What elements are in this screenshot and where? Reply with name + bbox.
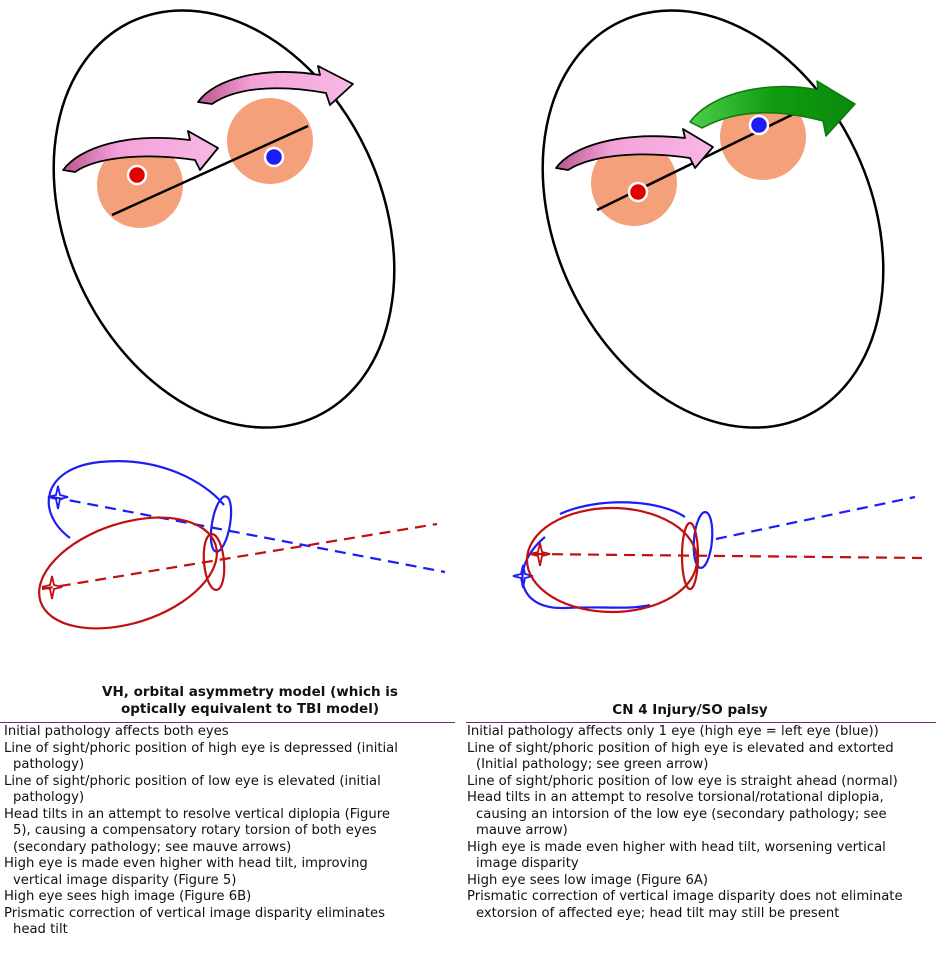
list-item: High eye sees low image (Figure 6A) [467,873,936,890]
list-item: Head tilts in an attempt to resolve tors… [467,790,936,840]
left-side-view-eyes [25,461,445,649]
list-item: High eye is made even higher with head t… [467,840,936,873]
list-item: Prismatic correction of vertical image d… [467,889,936,922]
list-item: Initial pathology affects both eyes [4,724,456,741]
diagram-figure [0,0,936,680]
list-item: Line of sight/phoric position of low eye… [467,774,936,791]
right-red-eye-globe [527,508,697,612]
list-item: High eye is made even higher with head t… [4,856,456,889]
right-side-view-eyes [513,497,922,612]
right-head-outline [478,0,936,483]
right-column-list: Initial pathology affects only 1 eye (hi… [467,724,936,922]
left-head-outline [0,0,459,483]
right-high-eye-pupil [750,116,768,134]
right-blue-eye-cornea [692,511,715,568]
list-item: Head tilts in an attempt to resolve vert… [4,807,456,857]
list-item: Line of sight/phoric position of high ey… [4,741,456,774]
left-head-diagram [0,0,459,483]
right-head-diagram [478,0,936,483]
left-column-list: Initial pathology affects both eyes Line… [4,724,456,939]
left-column-title: VH, orbital asymmetry model (which is op… [70,684,430,718]
left-high-eye-globe [227,98,313,184]
left-column-divider [0,722,455,723]
list-item: Initial pathology affects only 1 eye (hi… [467,724,936,741]
right-red-line-of-sight [534,554,922,558]
list-item: High eye sees high image (Figure 6B) [4,889,456,906]
right-low-eye-pupil [629,183,647,201]
left-red-line-of-sight [42,524,437,589]
left-high-eye-pupil [265,148,283,166]
list-item: Line of sight/phoric position of low eye… [4,774,456,807]
list-item: Line of sight/phoric position of high ey… [467,741,936,774]
right-blue-line-of-sight [716,497,915,539]
right-column-divider [466,722,936,723]
list-item: Prismatic correction of vertical image d… [4,906,456,939]
right-column-title: CN 4 Injury/SO palsy [470,702,910,719]
left-low-eye-pupil [128,166,146,184]
left-red-eye-globe [25,497,231,649]
left-blue-line-of-sight [52,497,445,572]
